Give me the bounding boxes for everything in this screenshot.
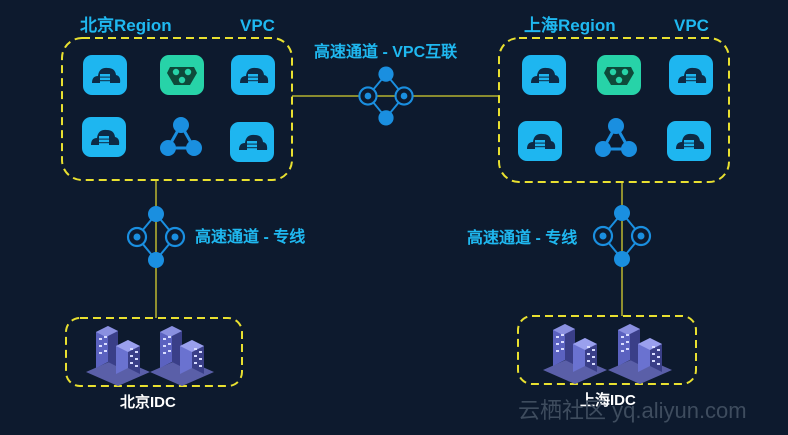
beijing-idc-label: 北京IDC [120, 394, 176, 411]
cloud-server-icon [230, 122, 274, 162]
cloud-server-icon [83, 55, 127, 95]
shanghai-vpc-box [498, 37, 730, 183]
cloud-server-icon [82, 117, 126, 157]
cloud-server-icon [518, 121, 562, 161]
shanghai-line-label: 高速通道 - 专线 [467, 230, 578, 247]
datacenter-building-icon [150, 326, 214, 386]
beijing-region-label: 北京Region [80, 16, 172, 35]
cloud-server-icon [667, 121, 711, 161]
beijing-line-label: 高速通道 - 专线 [195, 229, 306, 246]
beijing-vpc-box [61, 37, 293, 181]
shanghai-region-label: 上海Region [524, 16, 616, 35]
load-balancer-icon [597, 55, 641, 95]
cloud-server-icon [522, 55, 566, 95]
datacenter-building-icon [608, 324, 672, 384]
shanghai-idc-label: 上海IDC [580, 392, 636, 409]
shanghai-idc-box [517, 315, 697, 385]
cloud-server-icon [669, 55, 713, 95]
shanghai-vpc-label: VPC [674, 16, 709, 35]
network-topology-icon [158, 115, 204, 158]
beijing-vpc-label: VPC [240, 16, 275, 35]
network-topology-icon [593, 116, 639, 159]
vpc-interconnect-label: 高速通道 - VPC互联 [314, 44, 458, 61]
datacenter-building-icon [86, 326, 150, 386]
datacenter-building-icon [543, 324, 607, 384]
cloud-server-icon [231, 55, 275, 95]
watermark: 云栖社区 yq.aliyun.com [518, 398, 747, 423]
load-balancer-icon [160, 55, 204, 95]
beijing-idc-box [65, 317, 243, 387]
